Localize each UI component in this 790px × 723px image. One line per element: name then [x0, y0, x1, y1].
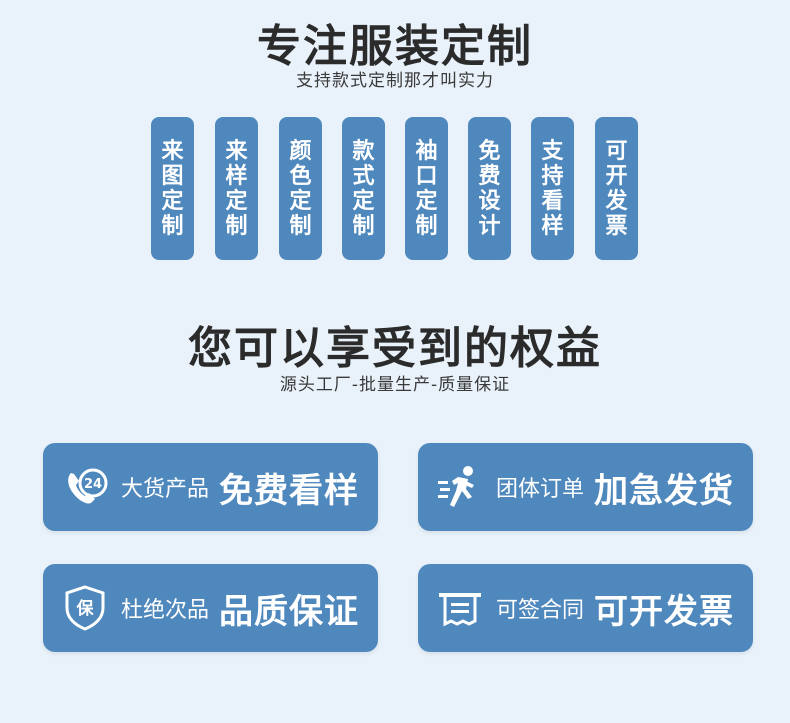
- benefit-highlight: 品质保证: [219, 591, 360, 632]
- custom-item-sample: 来样定制: [215, 117, 258, 260]
- benefit-highlight: 可开发票: [594, 591, 735, 632]
- benefit-label: 杜绝次品: [121, 598, 210, 623]
- custom-item-label: 来图定制: [161, 138, 184, 239]
- custom-item-label: 款式定制: [352, 138, 375, 239]
- benefit-label: 可签合同: [496, 598, 585, 623]
- page-subtitle: 支持款式定制那才叫实力: [296, 71, 494, 91]
- page-title: 专注服装定制: [257, 21, 533, 72]
- svg-text:24: 24: [84, 477, 102, 492]
- benefit-highlight: 加急发货: [594, 470, 735, 511]
- custom-item-label: 免费设计: [478, 138, 501, 239]
- running-person-icon: [436, 463, 484, 511]
- custom-item-sample-view: 支持看样: [531, 117, 574, 260]
- benefits-subtitle: 源头工厂-批量生产-质量保证: [279, 375, 511, 395]
- svg-text:保: 保: [76, 598, 95, 619]
- custom-item-cuff: 袖口定制: [405, 117, 448, 260]
- custom-item-color: 颜色定制: [279, 117, 322, 260]
- custom-item-label: 可开发票: [605, 138, 628, 239]
- shield-icon: 保: [61, 584, 109, 632]
- benefit-card-invoice: 可签合同 可开发票: [418, 564, 753, 652]
- custom-item-label: 颜色定制: [289, 138, 312, 239]
- custom-item-label: 袖口定制: [415, 138, 438, 239]
- custom-item-invoice: 可开发票: [595, 117, 638, 260]
- benefits-title: 您可以享受到的权益: [188, 323, 602, 374]
- custom-item-label: 来样定制: [225, 138, 248, 239]
- benefit-card-free-sample: 24 大货产品 免费看样: [43, 443, 378, 531]
- custom-item-design: 免费设计: [468, 117, 511, 260]
- custom-item-style: 款式定制: [342, 117, 385, 260]
- benefit-label: 大货产品: [121, 477, 210, 502]
- customization-list: 来图定制 来样定制 颜色定制 款式定制 袖口定制 免费设计 支持看样 可开发票: [151, 117, 639, 261]
- benefit-highlight: 免费看样: [219, 470, 360, 511]
- benefit-label: 团体订单: [496, 477, 585, 502]
- invoice-icon: [436, 584, 484, 632]
- custom-item-image: 来图定制: [151, 117, 194, 260]
- benefit-card-urgent-shipping: 团体订单 加急发货: [418, 443, 753, 531]
- benefit-card-quality: 保 杜绝次品 品质保证: [43, 564, 378, 652]
- custom-item-label: 支持看样: [541, 138, 564, 239]
- phone-24-icon: 24: [61, 463, 109, 511]
